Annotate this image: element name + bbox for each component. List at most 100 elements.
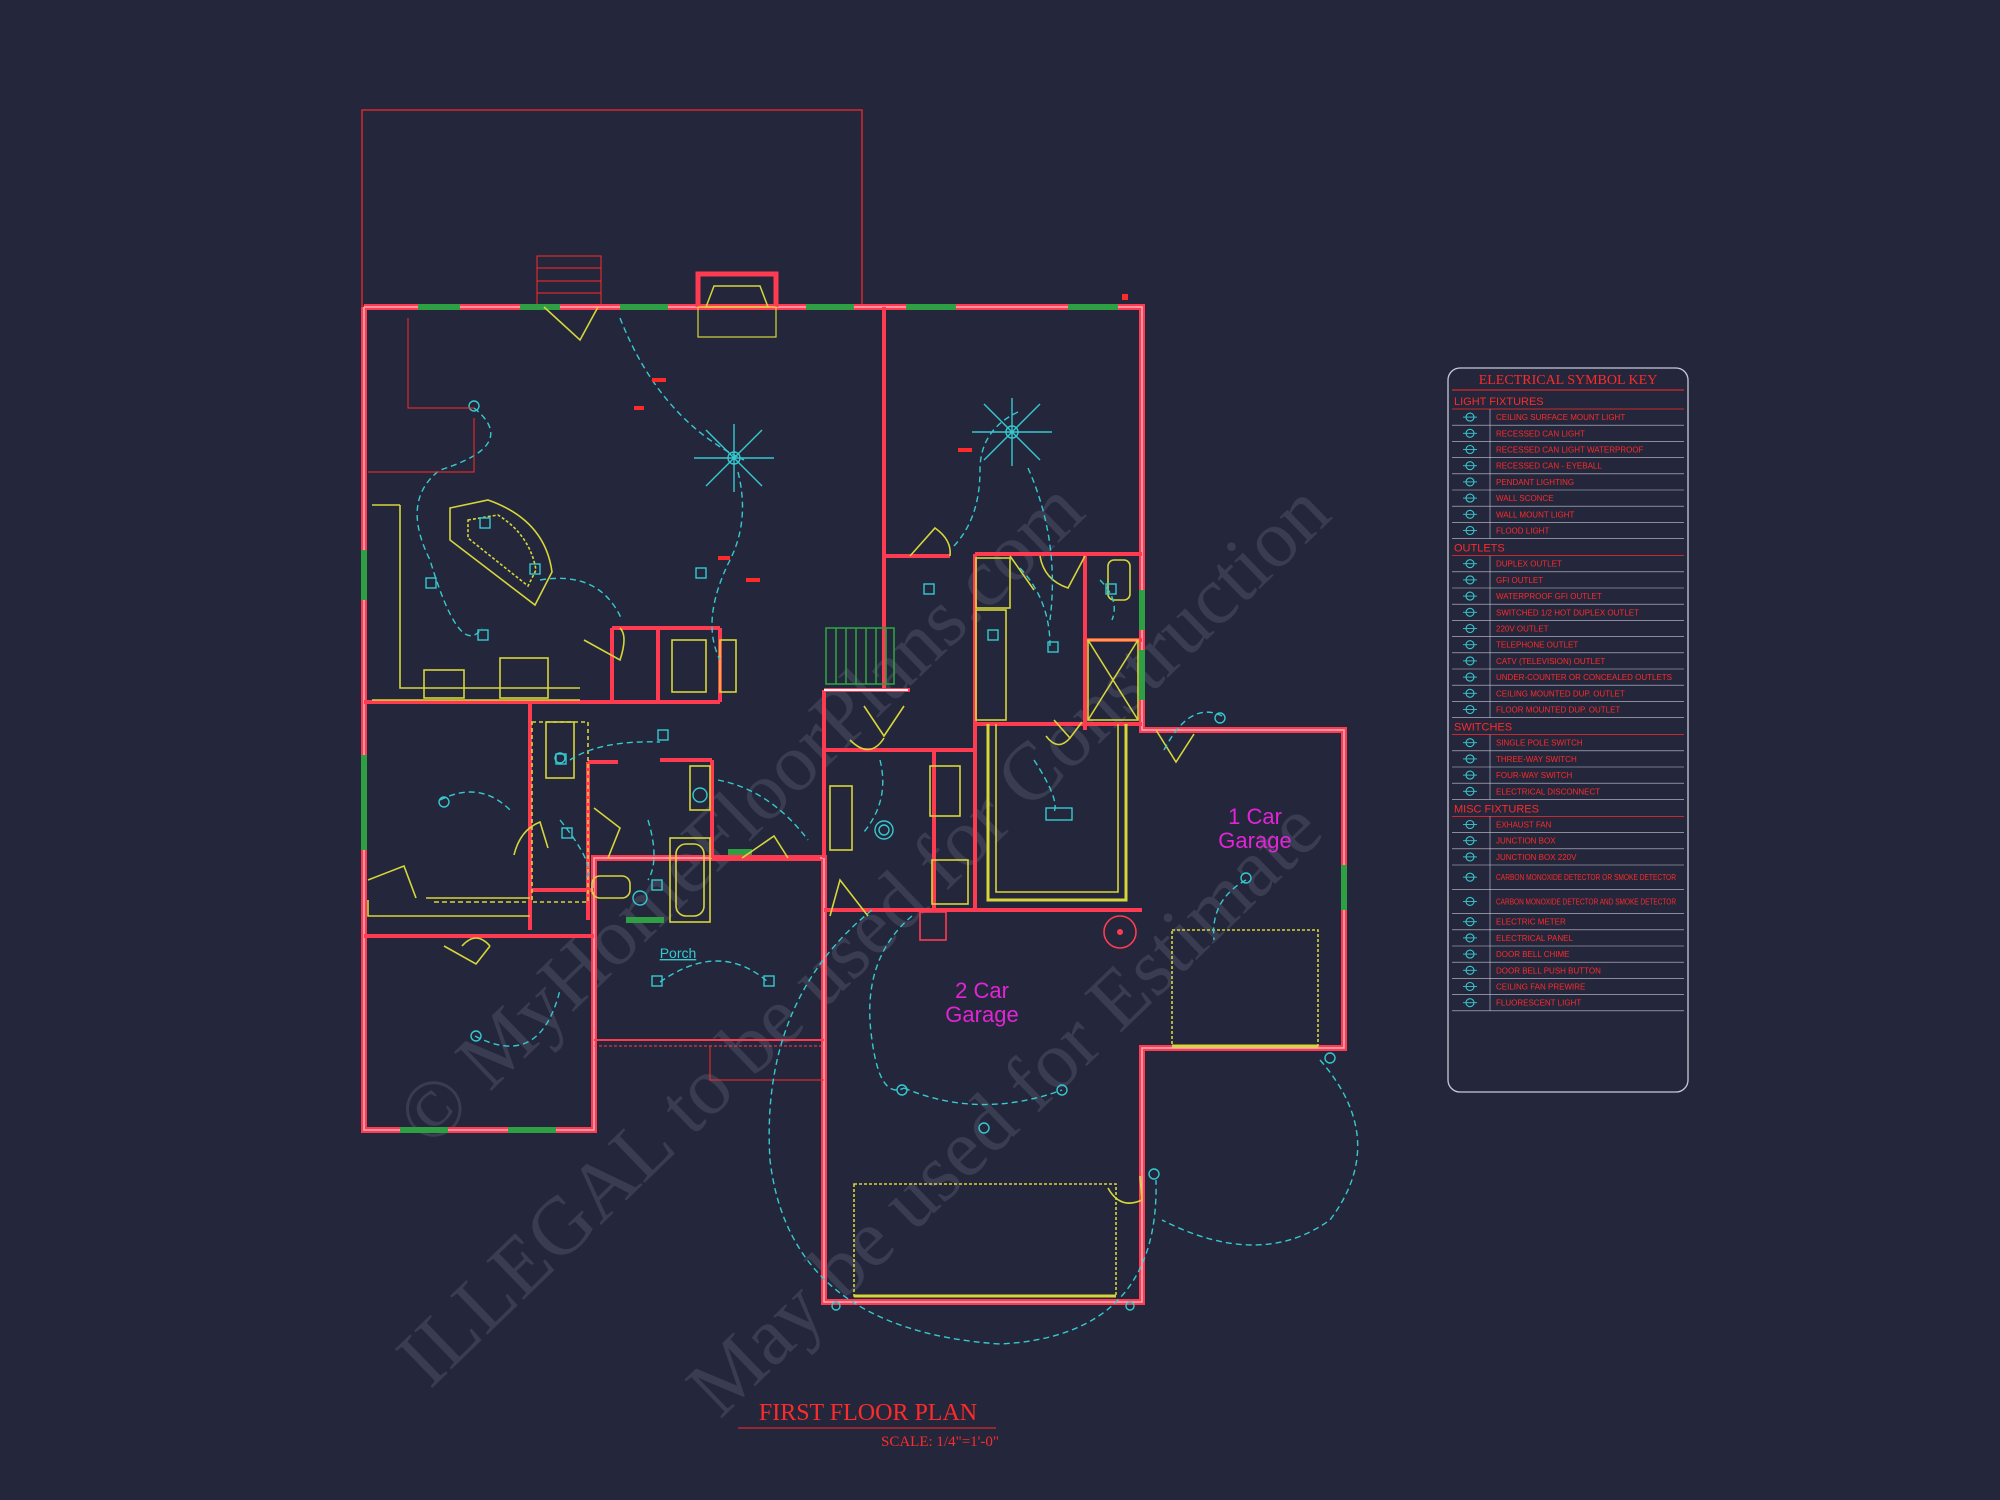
- co-and-smoke-detector-icon: [1463, 896, 1477, 907]
- symbol-key-label: CATV (TELEVISION) OUTLET: [1496, 657, 1605, 666]
- recessed-can-icons: [425, 517, 1117, 987]
- symbol-key-label: WATERPROOF GFI OUTLET: [1496, 592, 1602, 601]
- exhaust-fan-icon: [1463, 819, 1477, 830]
- electric-meter-icon: [1463, 917, 1477, 927]
- symbol-key-row: GFI OUTLET: [1452, 571, 1684, 589]
- ceiling-light-icon: [1056, 1084, 1068, 1096]
- symbol-key-row: JUNCTION BOX: [1452, 832, 1684, 850]
- symbol-key-label: FLOOD LIGHT: [1496, 527, 1549, 536]
- porch-label: Porch: [660, 945, 697, 961]
- symbol-key-row: RECESSED CAN LIGHT WATERPROOF: [1452, 441, 1684, 458]
- symbol-key-section-heading: OUTLETS: [1454, 543, 1505, 555]
- symbol-key-label: CARBON MONOXIDE DETECTOR AND SMOKE DETEC…: [1496, 897, 1676, 906]
- room-labels: 1 Car Garage 2 Car Garage Porch: [660, 804, 1292, 1027]
- disconnect-icon: [1463, 786, 1477, 796]
- garage-1-label-line2: Garage: [1218, 828, 1291, 853]
- garage-1-label-line1: 1 Car: [1228, 804, 1282, 829]
- symbol-key-label: JUNCTION BOX: [1496, 837, 1556, 846]
- junction-box-icon: [1463, 836, 1477, 846]
- symbol-key-row: CARBON MONOXIDE DETECTOR AND SMOKE DETEC…: [1452, 889, 1684, 914]
- symbol-key-label: JUNCTION BOX 220V: [1496, 853, 1577, 862]
- wall-sconce-icon: [1463, 493, 1477, 503]
- symbol-key-label: CEILING SURFACE MOUNT LIGHT: [1496, 413, 1625, 422]
- symbol-key-row: WALL MOUNT LIGHT: [1452, 506, 1684, 523]
- symbol-key-rows: LIGHT FIXTURES CEILING SURFACE MOUNT LIGH…: [1452, 396, 1684, 1012]
- ceiling-light-icon: [1240, 872, 1252, 884]
- ceiling-outlet-icon: [1463, 688, 1477, 698]
- symbol-key-row: THREE-WAY SWITCH: [1452, 750, 1684, 768]
- ceiling-fan-icon: [972, 398, 1052, 466]
- symbol-key-row: SINGLE POLE SWITCH: [1452, 734, 1684, 752]
- symbol-key-label: ELECTRICAL PANEL: [1496, 934, 1573, 943]
- symbol-key-row: PENDANT LIGHTING: [1452, 473, 1684, 491]
- symbol-key-row: FLOOR MOUNTED DUP. OUTLET: [1452, 701, 1684, 718]
- symbol-key-label: PENDANT LIGHTING: [1496, 478, 1574, 487]
- symbol-key-section-heading: SWITCHES: [1454, 722, 1512, 734]
- symbol-key-row: SWITCHED 1/2 HOT DUPLEX OUTLET: [1452, 604, 1684, 621]
- symbol-key-label: THREE-WAY SWITCH: [1496, 755, 1577, 764]
- door-bell-button-icon: [1463, 965, 1477, 975]
- ceiling-fan-icon: [1463, 981, 1477, 992]
- symbol-key-row: DOOR BELL PUSH BUTTON: [1452, 962, 1684, 979]
- symbol-key-label: DUPLEX OUTLET: [1496, 560, 1562, 569]
- dimension-lines: [368, 318, 475, 473]
- symbol-key-label: CEILING MOUNTED DUP. OUTLET: [1496, 689, 1625, 698]
- switched-outlet-icon: [1463, 607, 1477, 617]
- fixtures: [367, 306, 1319, 1298]
- symbol-key-row: RECESSED CAN - EYEBALL: [1452, 457, 1684, 475]
- wp-gfi-outlet-icon: [1463, 591, 1477, 601]
- recessed-can-icon: [1463, 428, 1477, 438]
- flood-light-icon: [1463, 525, 1477, 536]
- symbol-key-row: FLOOD LIGHT: [1452, 522, 1684, 539]
- title-block: FIRST FLOOR PLAN SCALE: 1/4"=1'-0": [738, 1400, 999, 1450]
- symbol-key-label: FLOOR MOUNTED DUP. OUTLET: [1496, 706, 1620, 715]
- electrical-symbols: [425, 398, 1336, 1311]
- ceiling-light-icon: [896, 1084, 908, 1096]
- symbol-key-section-heading: LIGHT FIXTURES: [1454, 396, 1544, 408]
- symbol-key-label: UNDER-COUNTER OR CONCEALED OUTLETS: [1496, 673, 1672, 682]
- ceiling-light-icon: [978, 1122, 990, 1134]
- symbol-key-row: ELECTRICAL DISCONNECT: [1452, 783, 1684, 800]
- telephone-outlet-icon: [1463, 640, 1477, 650]
- symbol-key-section-heading: MISC FIXTURES: [1454, 803, 1539, 815]
- watermark-line-3: May be used for Estimate: [669, 782, 1338, 1433]
- symbol-key-label: ELECTRIC METER: [1496, 918, 1566, 927]
- symbol-key-label: WALL MOUNT LIGHT: [1496, 510, 1574, 519]
- symbol-key-label: DOOR BELL PUSH BUTTON: [1496, 966, 1601, 975]
- symbol-key-row: WALL SCONCE: [1452, 490, 1684, 507]
- symbol-key-row: CEILING MOUNTED DUP. OUTLET: [1452, 685, 1684, 702]
- duplex-outlet-icon: [1463, 559, 1477, 569]
- interior-walls: [364, 307, 1142, 938]
- symbol-key-row: ELECTRIC METER: [1452, 913, 1684, 931]
- recessed-eyeball-icon: [1463, 461, 1477, 471]
- symbol-key-label: RECESSED CAN - EYEBALL: [1496, 462, 1602, 471]
- single-pole-switch-icon: [1463, 738, 1477, 748]
- symbol-key-row: RECESSED CAN LIGHT: [1452, 425, 1684, 442]
- symbol-key-title: ELECTRICAL SYMBOL KEY: [1479, 373, 1658, 388]
- switch-marks: [634, 294, 1128, 582]
- garage-2-label-line2: Garage: [945, 1002, 1018, 1027]
- symbol-key: ELECTRICAL SYMBOL KEY LIGHT FIXTURES CEIL…: [1447, 367, 1689, 1093]
- deck-stairs: [536, 255, 602, 307]
- ceiling-light-icon: [878, 824, 890, 836]
- symbol-key-label: SINGLE POLE SWITCH: [1496, 739, 1583, 748]
- symbol-key-row: EXHAUST FAN: [1452, 816, 1684, 833]
- fireplace: [695, 271, 779, 338]
- recessed-can-wp-icon: [1463, 444, 1477, 455]
- three-way-switch-icon: [1463, 754, 1477, 764]
- ceiling-light-icon: [470, 1030, 482, 1042]
- symbol-key-row: CEILING SURFACE MOUNT LIGHT: [1452, 409, 1684, 426]
- catv-outlet-icon: [1463, 656, 1477, 666]
- symbol-key-row: FOUR-WAY SWITCH: [1452, 767, 1684, 784]
- garage-2-label-line1: 2 Car: [955, 978, 1009, 1003]
- symbol-key-label: WALL SCONCE: [1496, 494, 1554, 503]
- symbol-key-row: CEILING FAN PREWIRE: [1452, 978, 1684, 995]
- electrical-wiring: [416, 317, 1359, 1345]
- electrical-panel-icon: [1463, 933, 1477, 943]
- symbol-key-label: RECESSED CAN LIGHT WATERPROOF: [1496, 446, 1644, 455]
- exterior-walls-inner: [363, 306, 1345, 1303]
- symbol-key-label: ELECTRICAL DISCONNECT: [1496, 787, 1600, 796]
- exterior-walls: [361, 304, 1347, 1305]
- symbol-key-label: CARBON MONOXIDE DETECTOR OR SMOKE DETECT…: [1496, 873, 1676, 882]
- ceiling-fan-icon: [694, 424, 774, 492]
